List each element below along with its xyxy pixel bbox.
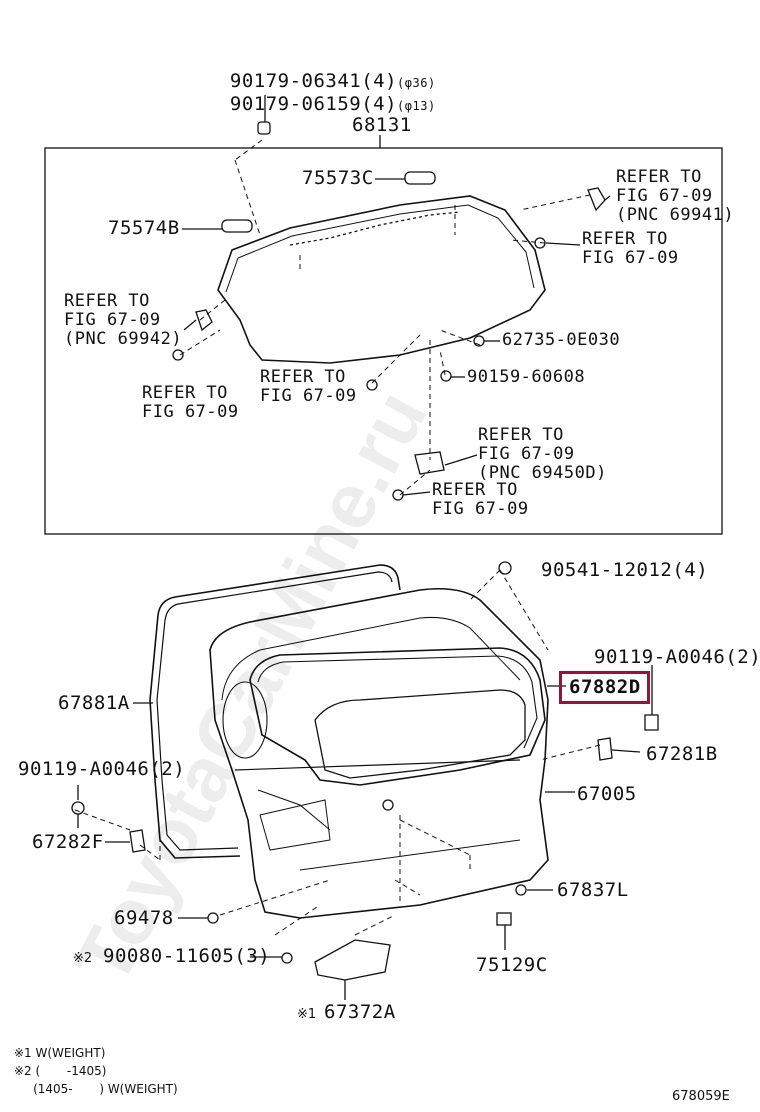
- label-67281b: 67281B: [646, 743, 718, 765]
- label-75574b: 75574B: [108, 217, 180, 239]
- figure-id: 678059E: [672, 1089, 730, 1104]
- mark-1: ※1: [297, 1007, 317, 1022]
- size-note: (φ13): [397, 99, 436, 113]
- back-door-glass: [217, 195, 546, 364]
- label-90159-60608: 90159-60608: [467, 367, 586, 387]
- footnote-2: ※2 ( -1405): [14, 1064, 107, 1078]
- label-90541-12012: 90541-12012(4): [541, 559, 709, 581]
- highlight-box-67882d: [559, 671, 650, 704]
- label-90119-a0046-left: 90119-A0046(2): [18, 758, 186, 780]
- label-62735-0e030: 62735-0E030: [502, 330, 621, 350]
- mark-2: ※2: [73, 951, 93, 966]
- label-bolt-90179-06159: 90179-06159(4)(φ13): [206, 73, 436, 117]
- window-molding-67882d: [249, 647, 546, 786]
- glass-box-frame: [44, 147, 723, 535]
- label-67372a: 67372A: [324, 1001, 396, 1023]
- refer-to-fig-pnc-69941: REFER TO FIG 67-09 (PNC 69941): [616, 167, 735, 225]
- size-note: (φ36): [397, 76, 436, 90]
- refer-to-fig-2: REFER TO FIG 67-09: [582, 229, 679, 268]
- footnote-3: (1405- ) W(WEIGHT): [14, 1082, 178, 1096]
- part-number-text: 90179-06159(4): [229, 93, 398, 115]
- label-90119-a0046-right: 90119-A0046(2): [594, 646, 760, 668]
- refer-to-fig-7: REFER TO FIG 67-09: [432, 480, 529, 519]
- refer-to-fig-pnc-69450d: REFER TO FIG 67-09 (PNC 69450D): [478, 425, 607, 483]
- label-67282f: 67282F: [32, 831, 104, 853]
- refer-to-fig-5: REFER TO FIG 67-09: [260, 367, 357, 406]
- part-75573c-shape: [404, 171, 436, 185]
- lock-assembly-67372a: [314, 939, 391, 981]
- part-number-text: 90179-06341(4): [229, 70, 398, 92]
- weatherstrip-67881a: [157, 564, 401, 616]
- footnote-1: ※1 W(WEIGHT): [14, 1046, 106, 1060]
- label-bolt-90179-06341: 90179-06341(4)(φ36): [206, 50, 436, 94]
- label-67837l: 67837L: [557, 879, 629, 901]
- part-75574b-shape: [221, 219, 253, 233]
- label-75129c: 75129C: [476, 954, 548, 976]
- label-67881a: 67881A: [58, 692, 130, 714]
- refer-to-fig-4: REFER TO FIG 67-09: [142, 383, 239, 422]
- label-69478: 69478: [114, 907, 174, 929]
- label-75573c: 75573C: [302, 167, 374, 189]
- label-90080-11605: 90080-11605(3): [103, 945, 271, 967]
- refer-to-fig-pnc-69942: REFER TO FIG 67-09 (PNC 69942): [64, 291, 183, 349]
- label-67882d: 67882D: [569, 676, 641, 698]
- back-door-panel-67005: [209, 587, 549, 919]
- label-68131: 68131: [352, 114, 412, 136]
- label-67005: 67005: [577, 783, 637, 805]
